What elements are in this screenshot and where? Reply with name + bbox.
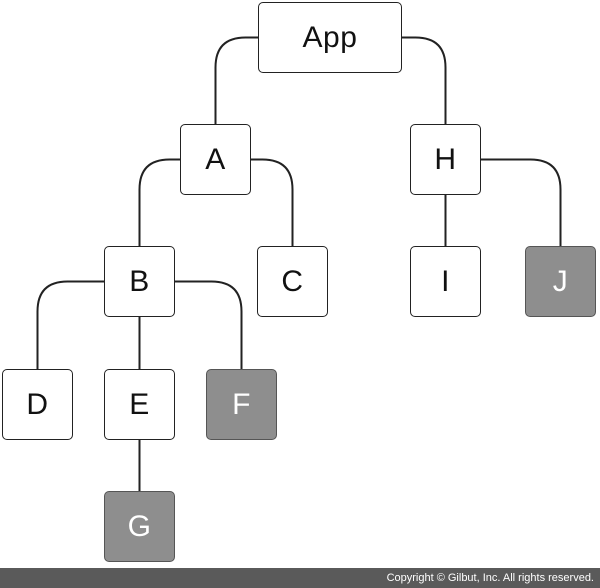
- node-j-label: J: [552, 264, 569, 298]
- node-d-label: D: [26, 387, 49, 421]
- node-b: B: [104, 246, 175, 317]
- node-e: E: [104, 369, 175, 440]
- node-c-label: C: [281, 264, 304, 298]
- node-a-label: A: [205, 142, 226, 176]
- node-f-label: F: [232, 387, 251, 421]
- node-f: F: [206, 369, 277, 440]
- node-h-label: H: [434, 142, 457, 176]
- edge-app-a: [214, 36, 258, 124]
- node-c: C: [257, 246, 328, 317]
- node-a: A: [180, 124, 251, 195]
- edge-h-j: [481, 158, 562, 246]
- node-h: H: [410, 124, 481, 195]
- node-i-label: I: [441, 264, 450, 298]
- node-b-label: B: [129, 264, 150, 298]
- node-g-label: G: [127, 509, 152, 543]
- edge-a-b: [138, 158, 180, 246]
- node-app: App: [258, 2, 402, 73]
- node-j: J: [525, 246, 596, 317]
- tree-edges: [36, 36, 562, 491]
- node-g: G: [104, 491, 175, 562]
- edge-b-f: [175, 280, 243, 369]
- copyright-footer: Copyright © Gilbut, Inc. All rights rese…: [0, 568, 600, 588]
- copyright-text: Copyright © Gilbut, Inc. All rights rese…: [386, 572, 594, 584]
- edge-a-c: [251, 158, 294, 246]
- node-d: D: [2, 369, 73, 440]
- node-app-label: App: [302, 20, 358, 54]
- node-i: I: [410, 246, 481, 317]
- node-e-label: E: [129, 387, 150, 421]
- edge-b-d: [36, 280, 104, 369]
- edge-app-h: [402, 36, 447, 124]
